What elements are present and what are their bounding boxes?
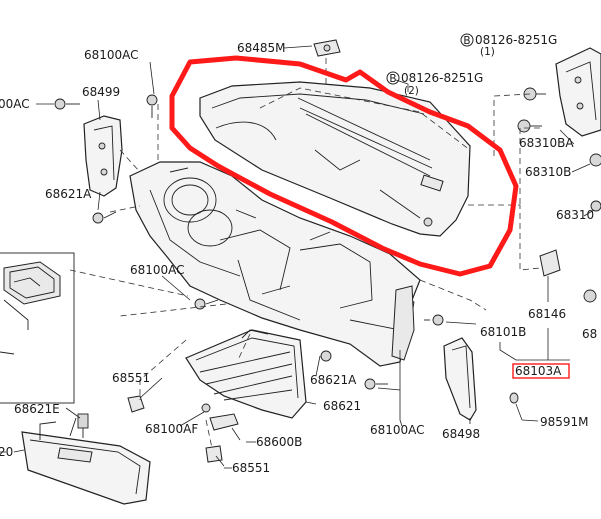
main-dash-frame: [129, 161, 421, 367]
label-68100AF: 68100AF: [145, 422, 198, 436]
inset-detail-box: [0, 252, 75, 404]
guide-lines: [69, 58, 541, 449]
callout-B-mid: B: [386, 71, 400, 85]
label-68551-b: 68551: [232, 461, 270, 475]
side-panel-68498: [443, 337, 519, 421]
label-68551-a: 68551: [112, 371, 150, 385]
label-68100AC-left: 00AC: [0, 97, 30, 111]
label-68101B: 68101B: [480, 325, 526, 339]
label-68310: 68310: [556, 208, 594, 222]
fasteners: [54, 39, 546, 463]
label-68485M: 68485M: [237, 41, 286, 55]
label-68621A-mid: 68621A: [310, 373, 357, 387]
label-08126-mid: 08126-8251G: [401, 71, 483, 85]
bracket-68310: [539, 47, 601, 303]
label-68310BA: 68310BA: [519, 136, 574, 150]
callout-B-symbol-mid: B: [389, 73, 396, 85]
label-08126-top: 08126-8251G: [475, 33, 557, 47]
lower-cover: [185, 329, 307, 419]
bracket-68499: [83, 115, 123, 197]
label-68499: 68499: [82, 85, 120, 99]
label-98591M: 98591M: [540, 415, 589, 429]
label-08126-mid-qty: (2): [404, 85, 419, 97]
label-08126-top-qty: (1): [480, 46, 495, 58]
clip-68621E: [77, 413, 89, 438]
label-68310B: 68310B: [525, 165, 571, 179]
label-68498: 68498: [442, 427, 480, 441]
label-68621: 68621: [323, 399, 361, 413]
label-68100AC-mid: 68100AC: [130, 263, 185, 277]
label-68621A-left: 68621A: [45, 187, 92, 201]
red-highlight-outline: [169, 55, 519, 277]
label-20: 20: [0, 445, 13, 459]
upper-dash-panel: [199, 81, 471, 237]
label-68-right: 68: [582, 327, 597, 341]
label-68621E: 68621E: [14, 402, 60, 416]
label-68100AC-bot: 68100AC: [370, 423, 425, 437]
callout-B-symbol-top: B: [463, 35, 470, 47]
leader-lines: [13, 45, 595, 467]
glove-box-lid: [21, 413, 151, 505]
label-68146: 68146: [528, 307, 566, 321]
label-68103A: 68103A: [515, 364, 562, 378]
callout-B-top: B: [460, 33, 474, 47]
label-68600B: 68600B: [256, 435, 302, 449]
label-68100AC-top: 68100AC: [84, 48, 139, 62]
highlight-box-68103A: [512, 363, 570, 379]
